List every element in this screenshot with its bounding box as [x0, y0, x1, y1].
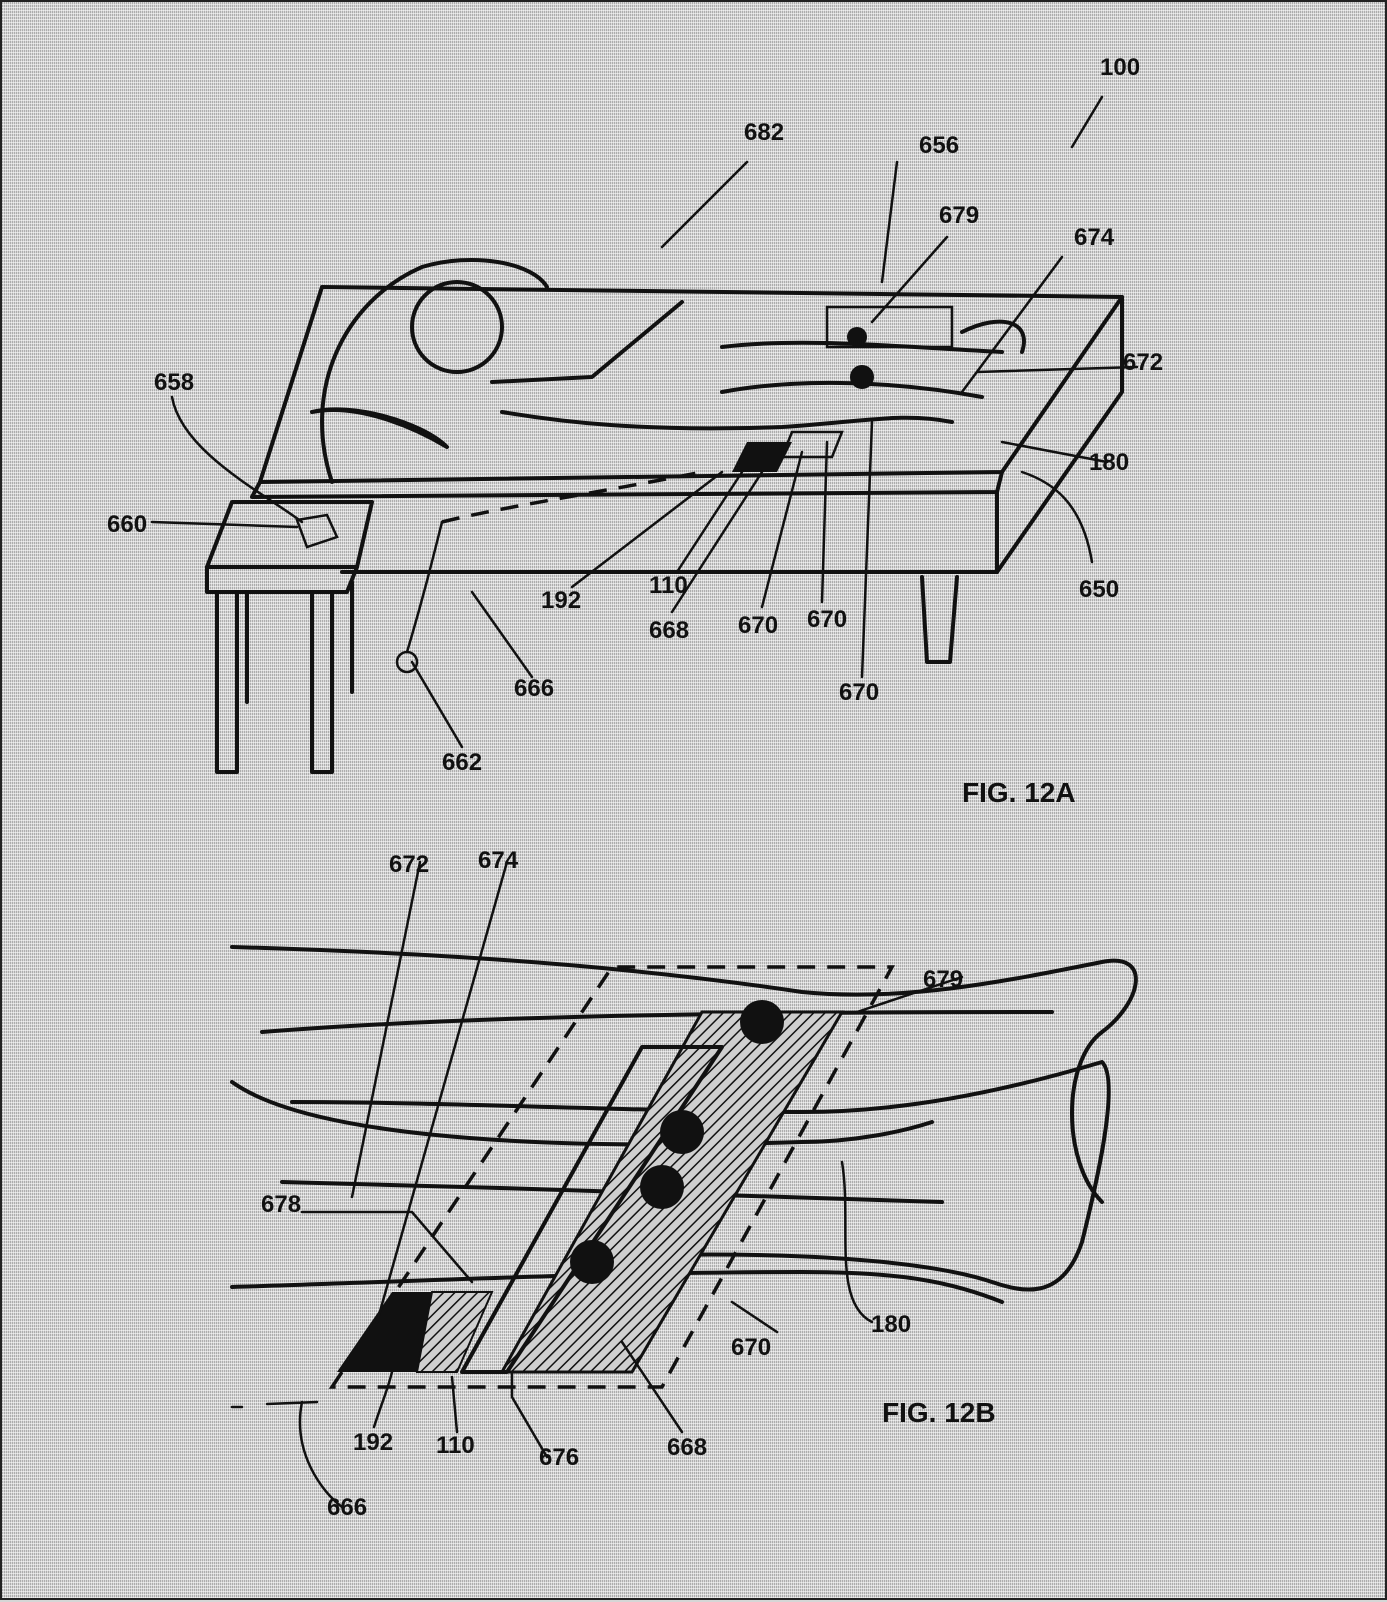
fig-12a-labels: 100 682 656 679 674 672 658 660 180 650 …	[107, 54, 1163, 776]
person-body	[500, 410, 954, 431]
label-670: 670	[807, 606, 847, 633]
pad-110	[415, 1291, 494, 1373]
label-670: 670	[738, 612, 778, 639]
pillow	[320, 257, 549, 484]
leg-outline-lower	[230, 1270, 1004, 1304]
label-676: 676	[539, 1444, 579, 1471]
label-110: 110	[649, 572, 688, 599]
bed-leg	[920, 575, 959, 664]
label-662: 662	[442, 749, 482, 776]
label-192: 192	[353, 1429, 393, 1456]
fig-12b-drawing: 672 674 679 678 180 670 192 110 676 668 …	[230, 847, 1138, 1521]
person-head	[410, 280, 504, 374]
label-180: 180	[1089, 449, 1129, 476]
label-682: 682	[744, 119, 784, 146]
label-672: 672	[389, 851, 429, 878]
label-679: 679	[939, 202, 979, 229]
label-660: 660	[107, 511, 147, 538]
wireless-link	[441, 470, 703, 524]
label-678: 678	[261, 1191, 301, 1218]
label-656: 656	[919, 132, 959, 159]
label-100: 100	[1100, 54, 1140, 81]
device-660	[295, 513, 339, 549]
label-672: 672	[1123, 349, 1163, 376]
sensor-element	[660, 1110, 704, 1154]
label-674: 674	[478, 847, 519, 874]
label-666: 666	[327, 1494, 367, 1521]
person-arm	[490, 300, 684, 384]
label-670: 670	[839, 679, 879, 706]
label-180: 180	[871, 1311, 911, 1338]
sensor-element	[640, 1165, 684, 1209]
label-670: 670	[731, 1334, 771, 1361]
device-662	[395, 650, 419, 674]
label-666: 666	[514, 675, 554, 702]
label-658: 658	[154, 369, 194, 396]
label-679: 679	[923, 966, 963, 993]
device-656	[825, 305, 954, 349]
label-668: 668	[667, 1434, 707, 1461]
label-674: 674	[1074, 224, 1115, 251]
label-668: 668	[649, 617, 689, 644]
label-110: 110	[436, 1432, 475, 1459]
pad-192	[732, 442, 792, 472]
pad-outline-dashed	[328, 965, 895, 1389]
fig-12a-drawing: 100 682 656 679 674 672 658 660 180 650 …	[107, 54, 1163, 808]
fig-12b-labels: 672 674 679 678 180 670 192 110 676 668 …	[261, 847, 963, 1521]
fig-12b-caption: FIG. 12B	[882, 1397, 996, 1428]
label-192: 192	[541, 587, 581, 614]
leg-outline-upper	[230, 945, 1138, 1204]
sensor-element	[570, 1240, 614, 1284]
bed-top	[258, 285, 1124, 484]
label-650: 650	[1079, 576, 1119, 603]
fig-12a-caption: FIG. 12A	[962, 777, 1076, 808]
sensor-element	[740, 1000, 784, 1044]
